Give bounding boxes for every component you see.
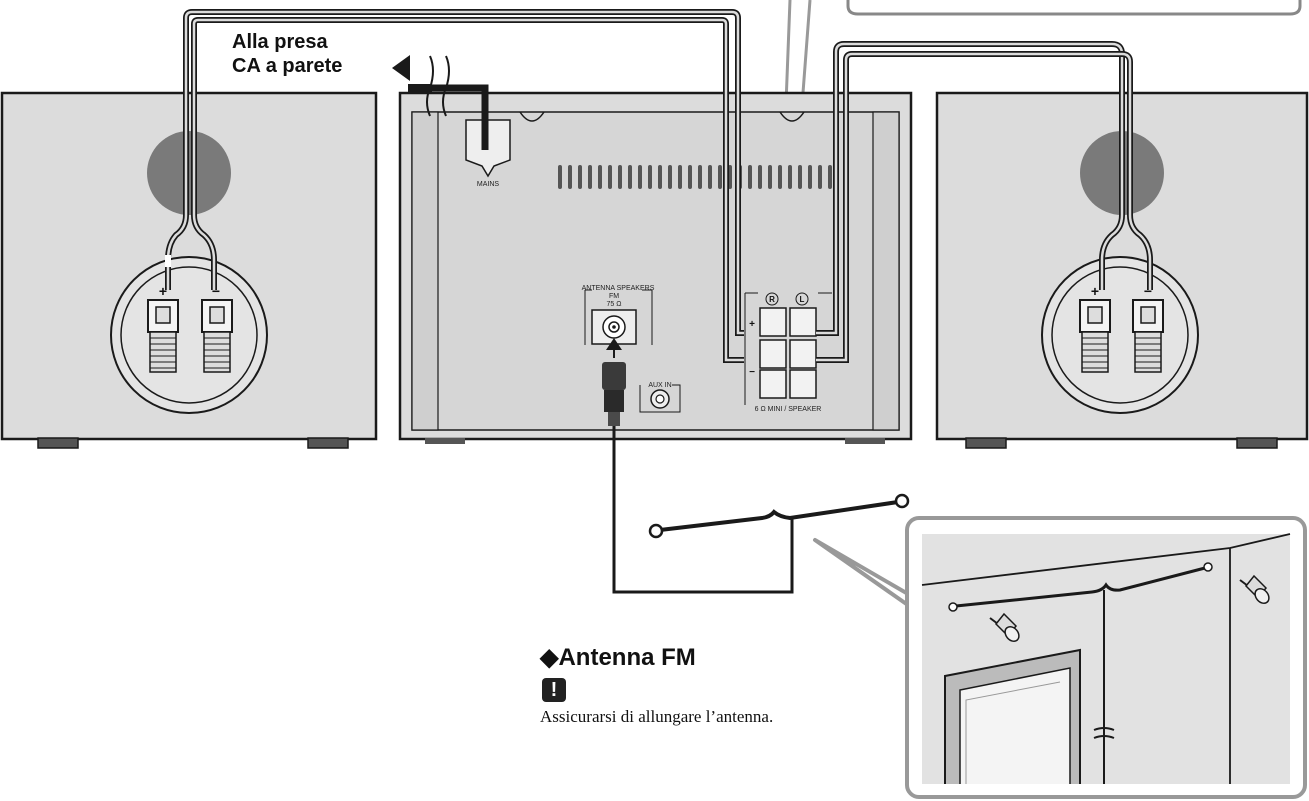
antenna-title: ◆Antenna FM (540, 644, 696, 671)
antenna-install-callout (813, 516, 1307, 799)
antenna-group-label: ANTENNA SPEAKERS (582, 285, 655, 292)
wall-antenna-wire (955, 566, 1206, 608)
top-callout-box (846, 0, 1302, 16)
mains-line-1: Alla presa (232, 31, 328, 53)
unit-terminal-r-plus[interactable] (759, 307, 787, 337)
left-speaker-terminal-plus[interactable] (147, 299, 179, 373)
right-speaker-terminal-minus[interactable] (1132, 299, 1164, 373)
right-speaker-terminal-plus[interactable] (1079, 299, 1111, 373)
left-speaker-cable (165, 9, 744, 363)
unit-plus-label: + (749, 319, 755, 330)
left-speaker-terminal-plate (110, 256, 268, 414)
push-pin-right (1239, 574, 1270, 604)
aux-in-label: AUX IN (648, 382, 671, 389)
right-speaker-plus: + (1091, 283, 1099, 299)
main-unit-rear: MAINS ANTENNA SPEAKERS FM 75 Ω AUX IN R (398, 91, 913, 444)
fm-antenna-cable (612, 426, 794, 594)
fm-label: FM (609, 293, 619, 300)
mains-arrow (392, 55, 410, 81)
right-speaker-cable (816, 41, 1153, 363)
unit-terminal-l-minus[interactable] (789, 339, 817, 369)
push-pin-left (989, 612, 1020, 642)
left-speaker-terminal-minus[interactable] (201, 299, 233, 373)
unit-terminal-l-plus[interactable] (789, 307, 817, 337)
antenna-note-text: Assicurarsi di allungare l’antenna. (540, 707, 774, 726)
mains-line-2: CA a parete (232, 55, 343, 77)
fm-antenna-wire (648, 493, 910, 539)
vent-slots (558, 165, 832, 189)
right-speaker-minus: − (1144, 283, 1152, 299)
fm-ohm-label: 75 Ω (607, 301, 622, 308)
aux-in-jack-group: AUX IN (639, 382, 681, 413)
mains-socket-label: MAINS (477, 181, 500, 188)
warning-icon: ! (542, 678, 566, 702)
speaker-l-label: L (800, 295, 805, 304)
speaker-spec-label: 6 Ω MINI / SPEAKER (755, 406, 822, 413)
right-speaker-terminal-plate (1041, 256, 1199, 414)
left-speaker-plus: + (159, 283, 167, 299)
speaker-r-label: R (769, 295, 775, 304)
unit-terminal-r-minus[interactable] (759, 339, 787, 369)
fm-antenna-plug (602, 338, 626, 426)
left-speaker-minus: − (212, 283, 220, 299)
mains-instruction: Alla presa CA a parete (232, 30, 342, 78)
unit-minus-label: − (749, 367, 755, 378)
unit-speaker-terminals: R L + − 6 Ω MINI / SPEAKER (744, 292, 832, 413)
mains-cord (392, 55, 489, 150)
